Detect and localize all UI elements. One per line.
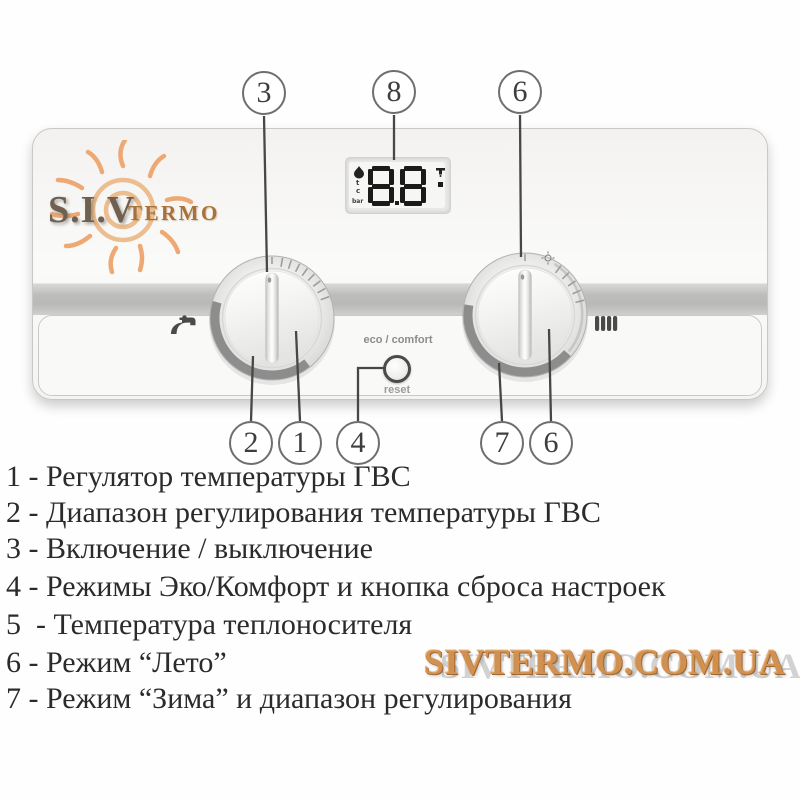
knob-pointer-ridge: [518, 269, 532, 361]
legend-item-1: 1 - Регулятор температуры ГВС: [6, 460, 411, 493]
reset-label: reset: [383, 384, 411, 396]
watermark-text: SIVTERMO.COM.UA: [424, 642, 786, 682]
eco-comfort-reset-button: [383, 355, 411, 383]
legend-item-6: 6 - Режим “Лето”: [6, 646, 227, 679]
callout-1: 1: [278, 421, 322, 465]
panel-gray-band: [33, 283, 767, 315]
legend-item-3: 3 - Включение / выключение: [6, 532, 373, 565]
heating-temperature-knob: [462, 251, 588, 382]
logo-suffix-text: TERMO: [128, 201, 220, 225]
legend-item-2: 2 - Диапазон регулирования температуры Г…: [6, 496, 601, 529]
legend-item-4: 4 - Режимы Эко/Комфорт и кнопка сброса н…: [6, 570, 666, 603]
dhw-temperature-knob: [209, 255, 335, 385]
lcd-display: t c bar: [345, 157, 451, 214]
callout-6-top: 6: [498, 70, 542, 114]
lcd-digit: [400, 166, 426, 206]
scale-ticks: [271, 257, 330, 301]
logo-brand-text: S.I.V: [48, 189, 136, 231]
callout-2: 2: [229, 421, 273, 465]
lcd-label-bar: bar: [352, 198, 364, 205]
radiator-icon: [595, 316, 618, 331]
callout-3: 3: [242, 71, 286, 115]
lcd-decimal-dot: [395, 201, 399, 205]
dhw-range-arc: [210, 301, 310, 380]
callout-7: 7: [480, 421, 524, 465]
watermark-ghost-text: SIVTERMO.COM.UA: [440, 646, 800, 686]
summer-sun-icon: [541, 251, 555, 265]
lcd-square-icon: [438, 182, 443, 187]
lcd-label-t: t: [356, 179, 360, 187]
sun-logo-icon: [49, 140, 194, 275]
legend-item-7: 7 - Режим “Зима” и диапазон регулировани…: [6, 682, 572, 715]
legend-item-5: 5 - Температура теплоносителя: [6, 608, 413, 641]
watermark: SIVTERMO.COM.UA SIVTERMO.COM.UA: [424, 641, 800, 686]
knob-pointer-ridge: [265, 272, 279, 364]
hot-water-tap-icon: [171, 315, 196, 334]
lcd-label-c: c: [356, 187, 361, 195]
lcd-digit: [368, 166, 394, 206]
callout-6-bottom: 6: [529, 421, 573, 465]
callout-4: 4: [336, 421, 380, 465]
scale-ticks: [524, 254, 585, 304]
flame-icon: [354, 166, 364, 179]
lcd-screen: t c bar: [349, 162, 445, 208]
eco-comfort-label: eco / comfort: [363, 334, 433, 346]
callout-8: 8: [372, 70, 416, 114]
tap-icon: [436, 168, 445, 177]
